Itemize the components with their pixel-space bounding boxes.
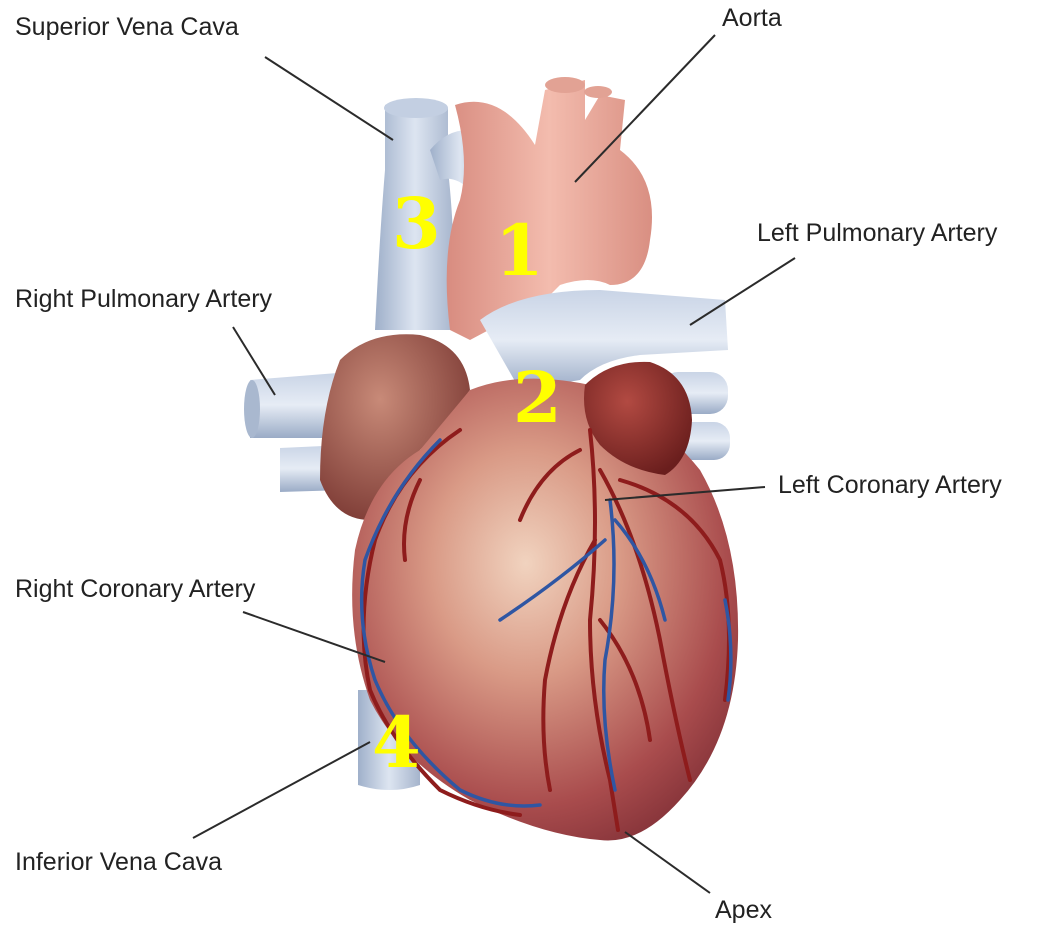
label-left-pulmonary-artery: Left Pulmonary Artery	[757, 219, 998, 247]
label-apex: Apex	[715, 896, 772, 924]
label-right-pulmonary-artery: Right Pulmonary Artery	[15, 285, 273, 313]
leader-inferior-vena-cava	[193, 742, 370, 838]
leader-superior-vena-cava	[265, 57, 393, 140]
marker-3: 3	[392, 182, 441, 265]
label-inferior-vena-cava: Inferior Vena Cava	[15, 848, 222, 876]
marker-2: 2	[513, 356, 562, 439]
leader-apex	[625, 832, 710, 893]
label-superior-vena-cava: Superior Vena Cava	[15, 13, 239, 41]
label-left-coronary-artery: Left Coronary Artery	[778, 471, 1002, 499]
label-aorta: Aorta	[722, 4, 782, 32]
heart-illustration	[244, 77, 738, 841]
label-right-coronary-artery: Right Coronary Artery	[15, 575, 256, 603]
marker-4: 4	[372, 701, 421, 784]
marker-1: 1	[495, 209, 544, 292]
leader-left-pulmonary-artery	[690, 258, 795, 325]
